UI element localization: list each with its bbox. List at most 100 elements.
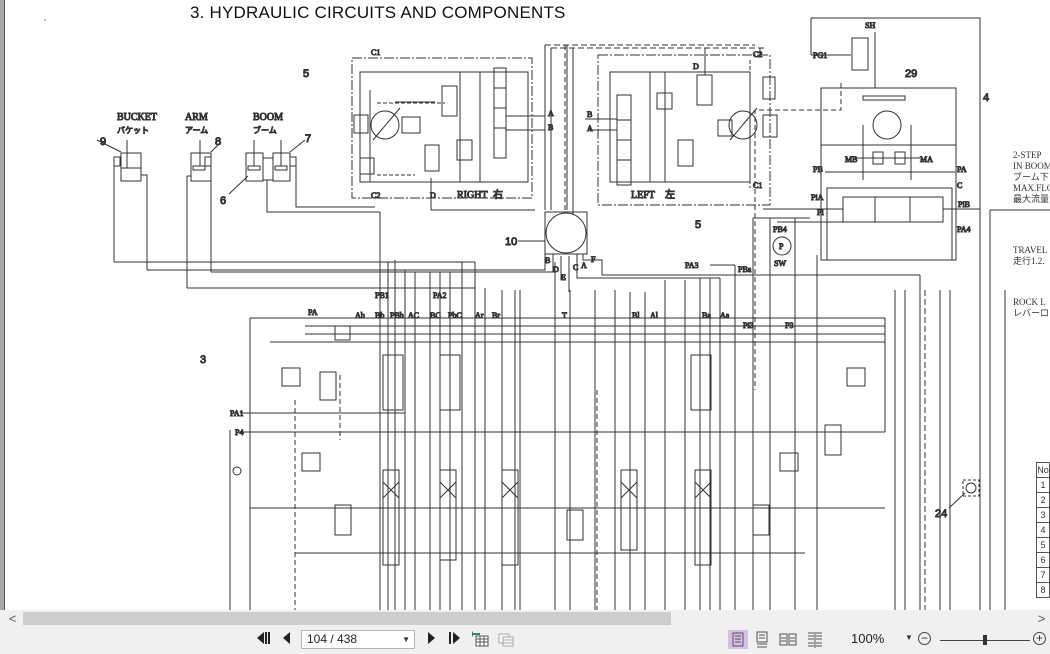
- boom-label: BOOM: [253, 112, 283, 123]
- svg-text:PA1: PA1: [230, 409, 244, 418]
- horizontal-scrollbar[interactable]: < >: [0, 610, 1050, 627]
- svg-text:PB4: PB4: [773, 225, 787, 234]
- svg-text:PB1: PB1: [375, 291, 389, 300]
- last-page-icon: [449, 632, 460, 644]
- previous-view-button[interactable]: [470, 631, 490, 647]
- left-motor-label: LEFT: [631, 190, 655, 201]
- plus-icon: +: [1035, 631, 1043, 645]
- svg-text:P3: P3: [785, 321, 793, 330]
- svg-text:C: C: [957, 181, 962, 190]
- callout-6: 6: [220, 195, 226, 207]
- svg-text:PiB: PiB: [958, 200, 970, 209]
- pressure-switch: [752, 217, 818, 610]
- svg-text:A: A: [587, 124, 593, 133]
- previous-view-icon: [470, 631, 489, 647]
- status-bar: 104 / 438 ▼ 100% ▼ − +: [0, 627, 1050, 650]
- svg-text:PB: PB: [813, 165, 823, 174]
- zoom-in-button[interactable]: +: [1033, 632, 1046, 645]
- svg-text:E: E: [561, 273, 566, 282]
- bucket-label: BUCKET: [117, 112, 157, 123]
- svg-text:MA: MA: [920, 155, 933, 164]
- svg-text:T: T: [562, 311, 567, 320]
- swing-motor-section: [763, 87, 980, 261]
- svg-text:Pi: Pi: [817, 208, 824, 217]
- parts-number-table: No 1 2 3 4 5 6 7 8: [1036, 462, 1050, 598]
- table-row: 4: [1036, 522, 1050, 538]
- svg-text:BC: BC: [430, 311, 441, 320]
- svg-text:D: D: [553, 265, 559, 274]
- svg-text:C2: C2: [371, 191, 380, 200]
- motor-labels: 5 RIGHT 右 LEFT 左 5 C1 C2 D A B C2 D B A …: [303, 48, 763, 232]
- facing-pages-icon: [779, 633, 797, 646]
- svg-text:SH: SH: [865, 21, 875, 30]
- table-row: 8: [1036, 582, 1050, 598]
- document-page: 3. HYDRAULIC CIRCUITS AND COMPONENTS: [5, 0, 1050, 610]
- svg-text:A: A: [581, 261, 587, 270]
- boom-label-jp: ブーム: [253, 125, 277, 135]
- single-page-icon: [732, 632, 744, 647]
- svg-text:C: C: [573, 263, 578, 272]
- first-page-button[interactable]: [255, 631, 273, 647]
- table-row: 5: [1036, 537, 1050, 553]
- hydraulic-schematic: BUCKET バケット ARM アーム BOOM ブーム 9 8 6 7 5 R…: [44, 17, 1050, 610]
- svg-text:PA4: PA4: [957, 225, 971, 234]
- view-facing-button[interactable]: [778, 630, 798, 649]
- svg-text:PbC: PbC: [448, 311, 462, 320]
- svg-text:Aa: Aa: [720, 311, 730, 320]
- next-page-button[interactable]: [424, 631, 438, 647]
- control-valve: [232, 212, 980, 610]
- page-dropdown-icon[interactable]: ▼: [402, 635, 410, 644]
- previous-page-button[interactable]: [280, 631, 294, 647]
- right-motor-label: RIGHT: [457, 190, 488, 201]
- left-motor-label-jp: 左: [665, 188, 675, 201]
- svg-text:C1: C1: [753, 181, 762, 190]
- svg-text:B: B: [587, 110, 592, 119]
- svg-text:Bl: Bl: [632, 311, 640, 320]
- arm-label: ARM: [185, 112, 208, 123]
- page-number-input[interactable]: 104 / 438 ▼: [301, 630, 415, 649]
- view-continuous-facing-button[interactable]: [805, 630, 825, 649]
- svg-text:Bb: Bb: [375, 311, 384, 320]
- svg-text:Ar: Ar: [475, 311, 484, 320]
- continuous-icon: [756, 631, 768, 648]
- svg-text:Br: Br: [492, 311, 500, 320]
- scroll-right-button[interactable]: >: [1037, 611, 1046, 626]
- callout-3: 3: [200, 354, 206, 366]
- svg-text:B: B: [545, 256, 550, 265]
- shuttle-valve-29: [754, 17, 981, 390]
- travel-motor-left: [585, 48, 778, 206]
- arm-cylinder: [186, 140, 222, 288]
- boom-cylinders: [228, 139, 380, 213]
- svg-text:C1: C1: [371, 48, 380, 57]
- callout-5-right: 5: [303, 68, 309, 80]
- page-indicator: 104 / 438: [307, 632, 358, 646]
- svg-text:PA3: PA3: [685, 261, 699, 270]
- zoom-level[interactable]: 100%: [851, 631, 885, 646]
- scrollbar-thumb[interactable]: [23, 612, 671, 625]
- table-row: 2: [1036, 492, 1050, 508]
- scroll-left-button[interactable]: <: [8, 611, 17, 626]
- zoom-out-button[interactable]: −: [918, 632, 931, 645]
- zoom-dropdown-icon[interactable]: ▼: [905, 633, 913, 642]
- last-page-button[interactable]: [446, 631, 464, 647]
- svg-text:Ba: Ba: [702, 311, 711, 320]
- callout-29: 29: [905, 68, 917, 80]
- table-row: 3: [1036, 507, 1050, 523]
- left-panel-edge: [0, 0, 5, 610]
- callout-24: 24: [935, 508, 947, 520]
- svg-text:MB: MB: [845, 155, 857, 164]
- view-continuous-button[interactable]: [752, 630, 772, 649]
- view-single-page-button[interactable]: [728, 630, 748, 649]
- zoom-slider-thumb[interactable]: [983, 635, 987, 645]
- svg-text:PA: PA: [308, 308, 318, 317]
- next-view-button[interactable]: [497, 631, 515, 647]
- callout-7: 7: [305, 133, 311, 145]
- svg-text:P: P: [779, 242, 784, 251]
- svg-text:AC: AC: [408, 311, 419, 320]
- svg-text:PG1: PG1: [813, 51, 827, 60]
- table-row: 7: [1036, 567, 1050, 583]
- swivel-labels: 10 B D E C A F: [505, 236, 597, 283]
- svg-text:F: F: [591, 255, 596, 264]
- minus-icon: −: [920, 631, 928, 645]
- table-header-no: No: [1036, 462, 1050, 478]
